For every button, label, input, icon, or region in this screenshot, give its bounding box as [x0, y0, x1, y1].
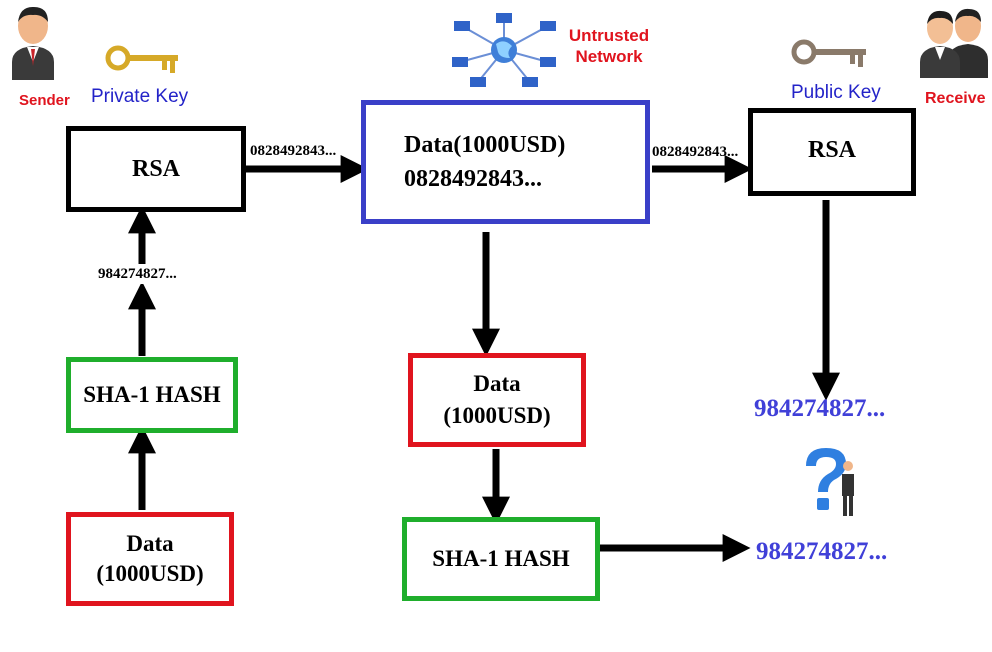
signature-in-value: 0828492843...: [652, 144, 739, 160]
question-mark-icon: [806, 448, 854, 516]
decrypted-hash-value: 984274827...: [754, 395, 886, 422]
sender-person-icon: [12, 6, 54, 80]
network-data-line2: 0828492843...: [404, 166, 542, 192]
public-key-icon: [791, 39, 866, 67]
data-box-left-line1: Data: [126, 531, 174, 556]
network-data-line1: Data(1000USD): [404, 132, 566, 158]
network-label-line2: Network: [575, 47, 643, 66]
rsa-sign-box: RSA: [66, 126, 246, 212]
left-hash-value: 984274827...: [96, 265, 179, 284]
data-box-left-line2: (1000USD): [96, 561, 204, 586]
data-box-left: Data (1000USD): [66, 512, 234, 606]
receiver-label: Receive: [925, 90, 986, 107]
data-box-center-line2: (1000USD): [443, 403, 551, 428]
data-box-center-line1: Data: [473, 371, 521, 396]
rsa-verify-label: RSA: [807, 137, 856, 163]
computed-hash-value: 984274827...: [756, 538, 888, 565]
receiver-persons-icon: [920, 8, 988, 78]
untrusted-network-data-box: Data(1000USD) 0828492843...: [361, 100, 650, 224]
network-label-line1: Untrusted: [568, 26, 650, 45]
public-key-label: Public Key: [791, 82, 881, 103]
untrusted-network-label: Untrusted Network: [561, 25, 657, 67]
private-key-label: Private Key: [91, 86, 189, 107]
sha1-hash-label-left: SHA-1 HASH: [83, 382, 221, 407]
sha1-hash-label-center: SHA-1 HASH: [432, 546, 570, 571]
private-key-icon: [105, 45, 178, 73]
signature-out-value: 0828492843...: [250, 143, 337, 159]
network-icon: [452, 13, 556, 87]
sender-label: Sender: [19, 92, 70, 109]
rsa-verify-box: RSA: [748, 108, 916, 196]
sha1-hash-box-center: SHA-1 HASH: [402, 517, 600, 601]
sha1-hash-box-left: SHA-1 HASH: [66, 357, 238, 433]
data-box-center: Data (1000USD): [408, 353, 586, 447]
rsa-sign-label: RSA: [131, 155, 180, 182]
